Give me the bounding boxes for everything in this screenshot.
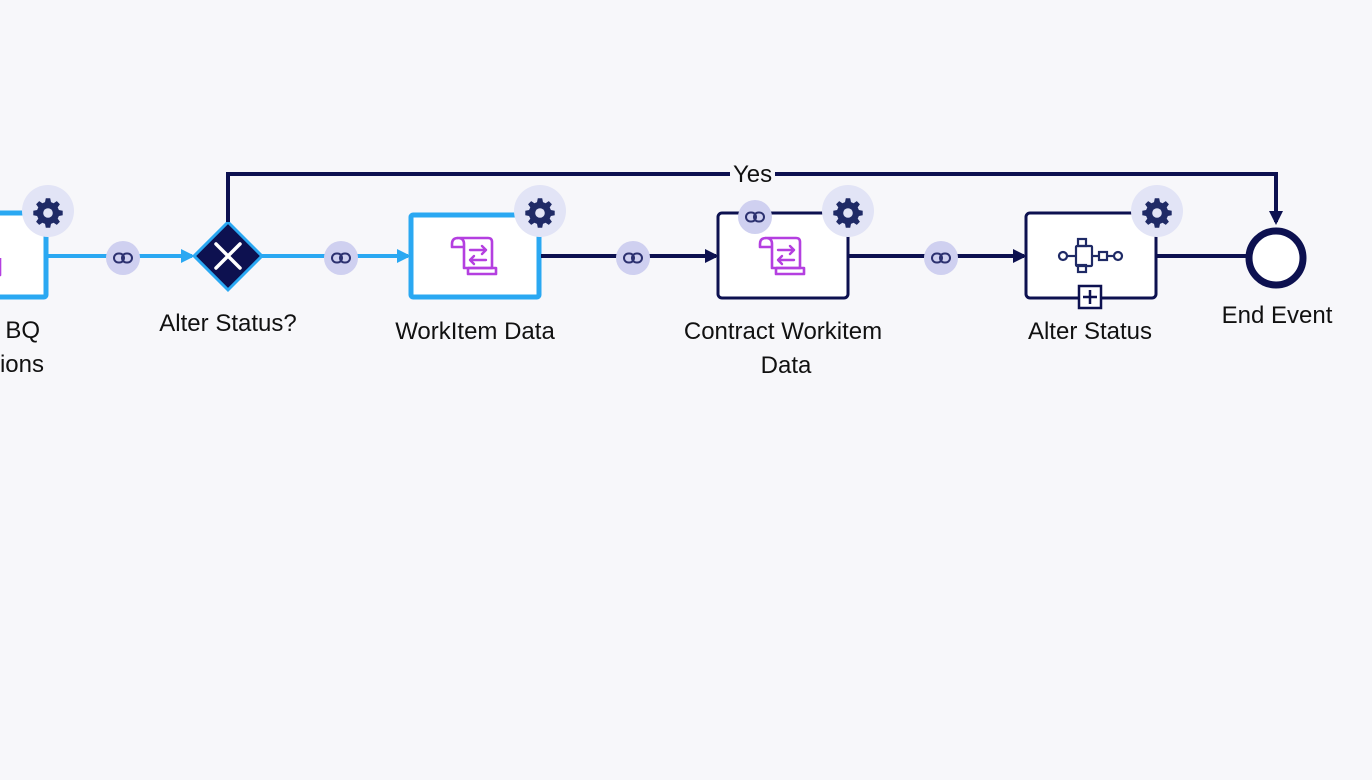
end-event[interactable] bbox=[1245, 227, 1307, 289]
subprocess-icon bbox=[1057, 237, 1124, 274]
contract-workitem-label-line2: Data bbox=[760, 352, 812, 379]
alter-status-label: Alter Status bbox=[1027, 318, 1153, 345]
previous-task-node[interactable] bbox=[0, 210, 49, 300]
previous-task-label-line1: BQ bbox=[5, 317, 40, 344]
contract-workitem-label: Contract Workitem Data bbox=[653, 315, 913, 383]
alter-status-gear-icon[interactable] bbox=[1131, 185, 1183, 237]
alter-status-subprocess[interactable] bbox=[1024, 211, 1158, 310]
workitem-data-gear-icon[interactable] bbox=[514, 185, 566, 237]
link-icon[interactable] bbox=[924, 241, 958, 275]
x-gateway-icon bbox=[214, 242, 242, 270]
workitem-data-label: WorkItem Data bbox=[395, 318, 555, 345]
contract-workitem-gear-icon[interactable] bbox=[822, 185, 874, 237]
link-icon[interactable] bbox=[738, 200, 772, 234]
end-event-label: End Event bbox=[1221, 302, 1333, 329]
contract-workitem-data-task[interactable] bbox=[716, 211, 850, 300]
previous-task-label-line2: ions bbox=[0, 351, 44, 378]
gateway-label: Alter Status? bbox=[159, 310, 297, 337]
link-icon[interactable] bbox=[616, 241, 650, 275]
previous-task-label: BQ ions bbox=[0, 314, 60, 382]
link-icon[interactable] bbox=[324, 241, 358, 275]
workitem-data-task[interactable] bbox=[408, 212, 542, 300]
contract-workitem-label-line1: Contract Workitem bbox=[683, 318, 883, 345]
previous-task-gear-icon[interactable] bbox=[22, 185, 74, 237]
yes-flow-label: Yes bbox=[730, 162, 776, 188]
exclusive-gateway[interactable] bbox=[191, 219, 265, 293]
plus-box-icon[interactable] bbox=[1077, 284, 1103, 310]
link-icon[interactable] bbox=[106, 241, 140, 275]
